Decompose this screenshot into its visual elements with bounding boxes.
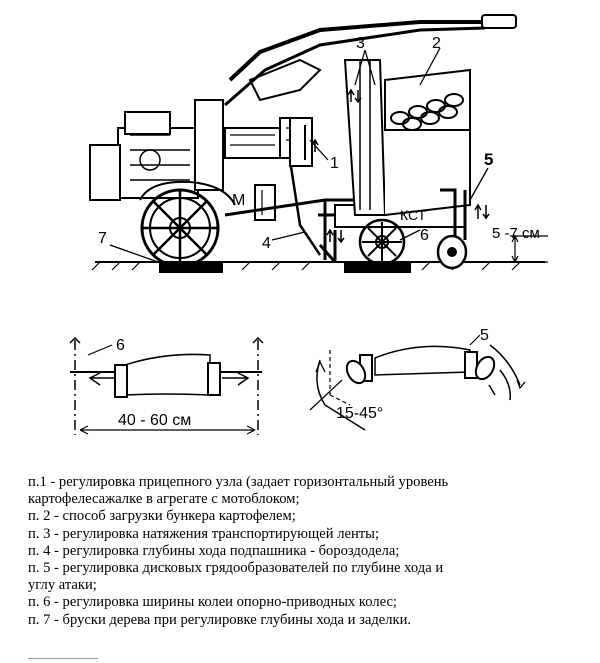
legend-line: п. 7 - бруски дерева при регулировке глу… — [28, 611, 412, 628]
label-1: 1 — [330, 155, 339, 172]
disc-ridger — [436, 188, 468, 270]
legend-line: углу атаки; — [28, 577, 97, 594]
angle-diagram — [309, 334, 526, 431]
engine-block — [89, 99, 313, 221]
depth-dimension — [510, 234, 548, 264]
legend-line: п. 4 - регулировка глубины хода подпашни… — [28, 542, 400, 559]
planter-frame — [224, 59, 471, 260]
label-6: 6 — [420, 227, 429, 244]
legend-line: п.1 - регулировка прицепного узла (задае… — [28, 474, 449, 490]
label-6-bottom: 6 — [116, 337, 125, 354]
track-width-diagram — [69, 336, 264, 435]
label-kst: КСТ — [400, 207, 427, 223]
divider — [28, 658, 98, 659]
furrow-opener — [318, 230, 337, 263]
legend-line: п. 2 - способ загрузки бункера картофеле… — [28, 508, 296, 525]
label-2: 2 — [432, 35, 441, 52]
potato-hopper — [384, 68, 471, 131]
leader-lines — [109, 47, 489, 263]
handle-bar — [224, 14, 517, 107]
legend-line: п. 3 - регулировка натяжения транспортир… — [28, 525, 380, 542]
legend-line: п. 5 - регулировка дисковых грядообразов… — [28, 560, 444, 577]
wooden-blocks — [159, 261, 411, 273]
main-wheel — [139, 180, 236, 268]
support-wheel — [358, 218, 406, 266]
label-5-bottom: 5 — [480, 327, 489, 344]
label-4: 4 — [262, 235, 271, 252]
machine-diagram: 3 2 1 M КСТ 5 4 6 7 5 -7 см 6 40 - 60 см — [69, 14, 548, 435]
label-angle: 15-45° — [336, 405, 383, 422]
label-7: 7 — [98, 230, 107, 247]
label-width: 40 - 60 см — [118, 412, 191, 429]
legend-line: картофелесажалке в агрегате с мотоблоком… — [28, 491, 300, 508]
label-5: 5 — [484, 150, 493, 169]
label-m: M — [232, 192, 245, 209]
legend-line: п. 6 - регулировка ширины колеи опорно-п… — [28, 594, 397, 611]
legend: п.1 - регулировка прицепного узла (задае… — [28, 474, 588, 629]
label-depth: 5 -7 см — [492, 225, 540, 242]
label-3: 3 — [356, 35, 365, 52]
